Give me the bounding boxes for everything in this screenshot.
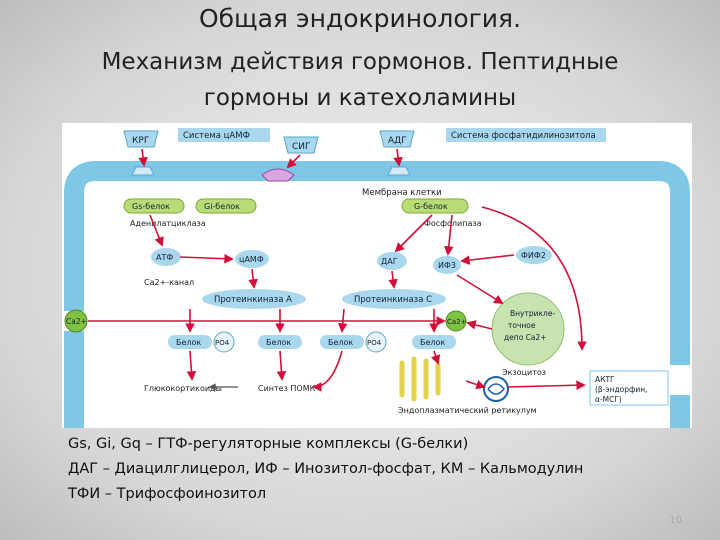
- depot-label-3: депо Ca2+: [504, 333, 547, 342]
- endoplasmic-reticulum: [399, 356, 441, 402]
- camp-label: цАМФ: [239, 255, 264, 264]
- protein-3-label: Белок: [328, 338, 353, 347]
- protein-2: Белок: [258, 335, 302, 349]
- ca-right-label: Ca2+: [447, 318, 467, 326]
- actg-line-3: α-МСГ): [595, 395, 622, 404]
- depot-label-1: Внутрикле-: [510, 309, 555, 318]
- calcium-depot: Внутрикле- точное депо Ca2+: [491, 292, 565, 366]
- protein-4-label: Белок: [420, 338, 445, 347]
- adg-receptor: [387, 166, 411, 176]
- po4-2: PO4: [365, 331, 387, 353]
- atp-node: АТФ: [151, 248, 181, 266]
- ca-right-node: Ca2+: [445, 310, 467, 332]
- po4-1-label: PO4: [215, 339, 230, 347]
- page-number: 10: [669, 515, 682, 526]
- dag-node: ДАГ: [377, 252, 407, 270]
- membrane-label: Мембрана клетки: [362, 188, 442, 198]
- krg-label: КРГ: [132, 136, 149, 146]
- ca-left-label: Ca2+: [66, 317, 87, 326]
- atp-label: АТФ: [156, 253, 173, 262]
- hormone-mechanism-diagram: Мембрана клетки КРГ Система цАМФ СИГ АДГ…: [62, 123, 692, 428]
- pomc-label: Синтез ПОМК: [258, 384, 316, 393]
- pkc-label: Протеинкиназа С: [354, 295, 432, 305]
- protein-4: Белок: [412, 335, 456, 349]
- pka-node: Протеинкиназа А: [202, 289, 306, 309]
- adg-hormone: АДГ: [379, 130, 415, 148]
- protein-3: Белок: [320, 335, 364, 349]
- sig-receptor: [261, 168, 295, 182]
- slide-title-line-3: гормоны и катехоламины: [203, 85, 517, 111]
- slide-title-line-2: Механизм действия гормонов. Пептидные: [101, 49, 619, 75]
- krg-hormone: КРГ: [123, 130, 159, 148]
- fif2-node: ФИФ2: [516, 246, 552, 264]
- ip3-label: ИФ3: [438, 261, 456, 270]
- camp-node: цАМФ: [235, 250, 269, 268]
- adg-label: АДГ: [388, 136, 407, 146]
- camp-system-label-box: Система цАМФ: [178, 128, 270, 142]
- slide-title-line-1: Общая эндокринология.: [198, 4, 522, 33]
- ca-left-node: Ca2+: [64, 309, 88, 333]
- protein-1: Белок: [168, 335, 212, 349]
- actg-line-1: АКТГ: [595, 375, 615, 384]
- g-label: G-белок: [414, 202, 448, 211]
- pka-label: Протеинкиназа А: [214, 295, 292, 305]
- gs-label: Gs-белок: [132, 202, 170, 211]
- po4-1: PO4: [213, 331, 235, 353]
- camp-system-label: Система цАМФ: [183, 131, 250, 141]
- krg-receptor: [131, 166, 155, 176]
- phospholipase-label: Фосфолипаза: [424, 219, 482, 228]
- gs-protein: Gs-белок: [123, 198, 185, 214]
- gi-protein: Gi-белок: [195, 198, 257, 214]
- depot-label-2: точное: [508, 321, 536, 330]
- actg-box: АКТГ (β-эндорфин, α-МСГ): [589, 370, 669, 406]
- actg-line-2: (β-эндорфин,: [595, 385, 648, 394]
- sig-hormone: СИГ: [283, 136, 319, 154]
- pip-system-label-box: Система фосфатидилинозитола: [446, 128, 606, 142]
- protein-1-label: Белок: [176, 338, 201, 347]
- po4-2-label: PO4: [367, 339, 382, 347]
- fif2-label: ФИФ2: [521, 251, 546, 260]
- secretory-vesicle: [483, 376, 509, 402]
- legend-line-1: Gs, Gi, Gq – ГТФ-регуляторные комплексы …: [68, 436, 469, 452]
- diagram-svg: Мембрана клетки КРГ Система цАМФ СИГ АДГ…: [64, 128, 690, 428]
- legend: Gs, Gi, Gq – ГТФ-регуляторные комплексы …: [68, 432, 688, 507]
- glucocorticoids-label: Глюкокортикоиды: [144, 384, 222, 393]
- g-protein: G-белок: [401, 198, 469, 214]
- legend-line-3: ТФИ – Трифосфоинозитол: [68, 486, 267, 502]
- protein-2-label: Белок: [266, 338, 291, 347]
- exocytosis-label: Экзоцитоз: [502, 368, 546, 377]
- dag-label: ДАГ: [381, 257, 398, 266]
- er-label: Эндоплазматический ретикулум: [398, 406, 537, 415]
- pkc-node: Протеинкиназа С: [342, 289, 446, 309]
- ca-channel-label: Ca2+-канал: [144, 278, 194, 287]
- adenylate-cyclase-label: Аденилатциклаза: [130, 219, 206, 228]
- sig-label: СИГ: [292, 142, 311, 152]
- gi-label: Gi-белок: [204, 202, 240, 211]
- slide-title-main: Механизм действия гормонов. Пептидные го…: [0, 44, 720, 116]
- ip3-node: ИФ3: [433, 256, 461, 274]
- signal-arrows: [88, 206, 587, 392]
- pip-system-label: Система фосфатидилинозитола: [451, 131, 596, 141]
- legend-line-2: ДАГ – Диацилглицерол, ИФ – Инозитол-фосф…: [68, 461, 584, 477]
